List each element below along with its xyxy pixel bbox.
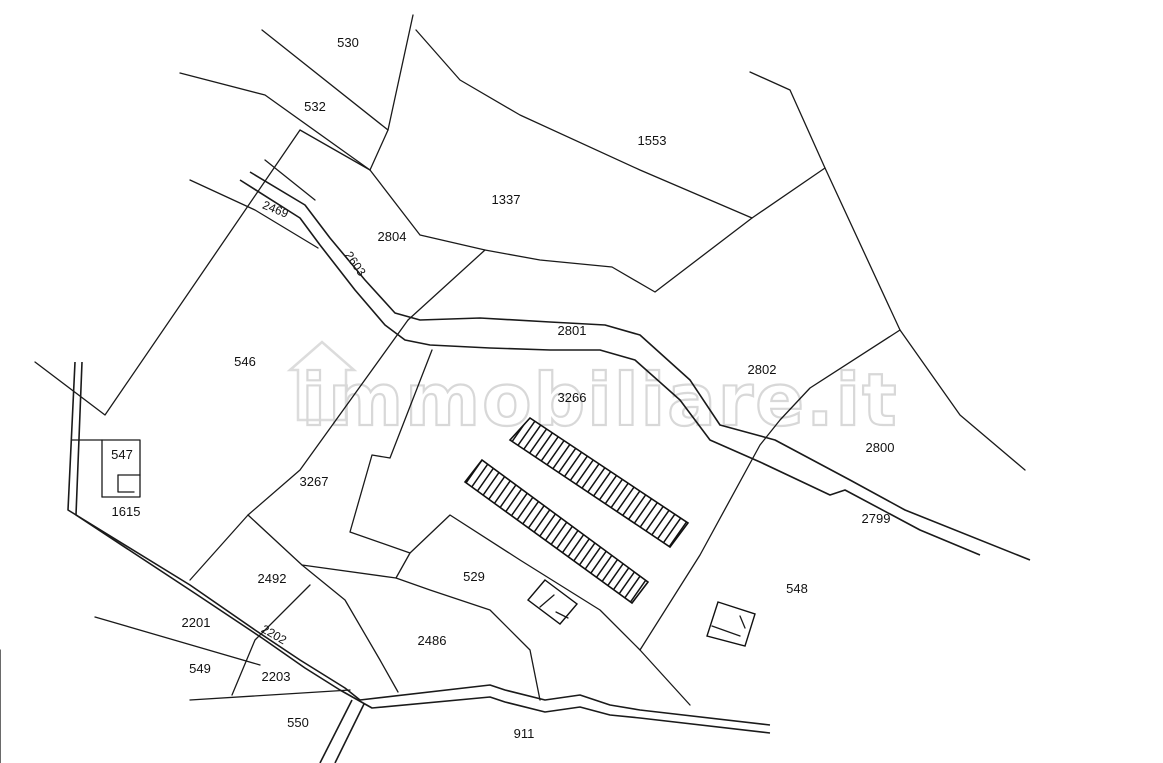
parcel-label-2201: 2201 [182,615,211,630]
parcel-label-1337: 1337 [492,192,521,207]
parcel-label-1553: 1553 [638,133,667,148]
parcel-label-2801: 2801 [558,323,587,338]
parcel-label-2802: 2802 [748,362,777,377]
parcel-label-2799: 2799 [862,511,891,526]
watermark-text: immobiliare.it [301,358,898,442]
parcel-label-2804: 2804 [378,229,407,244]
hatched-building-2 [463,458,650,605]
parcel-label-2486: 2486 [418,633,447,648]
parcel-label-547: 547 [111,447,133,462]
parcel-label-2469: 2469 [260,198,290,221]
parcel-label-2203: 2203 [262,669,291,684]
parcel-label-530: 530 [337,35,359,50]
parcel-label-2603: 2603 [342,249,369,279]
parcel-label-532: 532 [304,99,326,114]
parcel-label-548: 548 [786,581,808,596]
roads [67,171,1031,763]
hatched-building-1 [508,416,690,549]
parcel-label-2492: 2492 [258,571,287,586]
parcel-label-550: 550 [287,715,309,730]
parcel-label-1615: 1615 [112,504,141,519]
house-529 [526,579,579,625]
parcel-label-3266: 3266 [558,390,587,405]
parcel-label-2800: 2800 [866,440,895,455]
parcel-label-549: 549 [189,661,211,676]
parcel-label-529: 529 [463,569,485,584]
parcel-label-3267: 3267 [300,474,329,489]
buildings [463,416,756,647]
parcel-label-911: 911 [514,726,535,741]
parcel-label-546: 546 [234,354,256,369]
house-548 [706,601,756,647]
parcel-boundaries [0,14,1026,763]
